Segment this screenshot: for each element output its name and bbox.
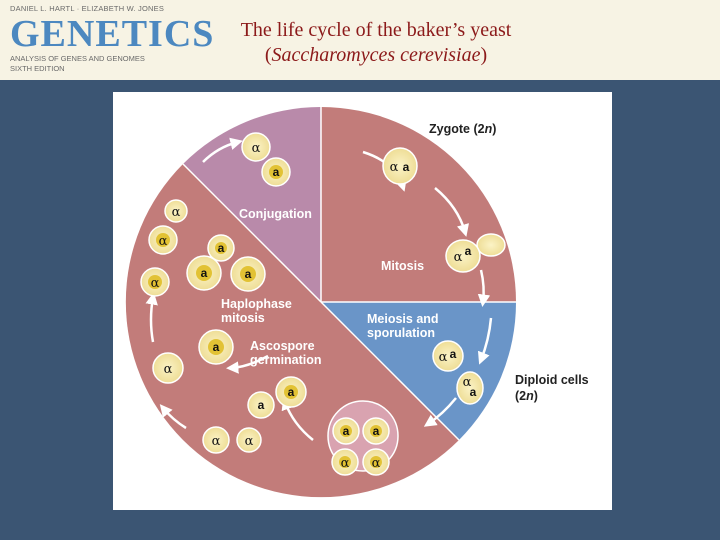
title-line-2: (Saccharomyces cerevisiae) xyxy=(196,43,556,68)
cell-label: α xyxy=(172,205,181,220)
haplophase-label-line2: mitosis xyxy=(221,311,265,325)
sector-divider-upper xyxy=(182,163,322,303)
title-paren-open: ( xyxy=(264,44,272,66)
arrow-3 xyxy=(477,269,491,307)
cell-label: α xyxy=(463,375,472,390)
cell-label: α xyxy=(159,234,168,249)
cell-a-7: a xyxy=(247,391,275,419)
arrow-4 xyxy=(477,317,493,365)
cell-label: a xyxy=(273,165,280,179)
conjugation-label: Conjugation xyxy=(239,207,312,221)
cell-a-2: a xyxy=(207,234,235,262)
life-cycle-figure: α a α α a α a a a α a a α α a a α α α a xyxy=(113,92,612,510)
cell-alpha-7: α xyxy=(236,427,262,453)
mitosis-label: Mitosis xyxy=(381,259,424,273)
logo-authors: DANIEL L. HARTL · ELIZABETH W. JONES xyxy=(10,4,165,13)
diploid-cell-2: α a xyxy=(456,371,484,405)
zygote-cell: α a xyxy=(382,147,418,185)
cell-label: α xyxy=(390,160,399,175)
meiosis-label-line2: sporulation xyxy=(367,326,435,340)
cell-a-1: a xyxy=(261,157,291,187)
cell-label: a xyxy=(343,424,350,438)
life-cycle-diagram: α a α α a α a a a α a a α α a a α α α a xyxy=(125,106,589,498)
diploid-cells: α a α a α a α a xyxy=(382,147,506,405)
cell-alpha-2: α xyxy=(164,199,188,223)
cell-label: a xyxy=(201,266,208,280)
arrow-8 xyxy=(159,404,187,430)
cell-label: α xyxy=(372,456,381,471)
cell-label: a xyxy=(465,244,472,258)
arrow-2 xyxy=(434,187,469,237)
spore-a-1: a xyxy=(332,417,360,445)
ascospore-label-line2: germination xyxy=(250,353,322,367)
cell-a-5: a xyxy=(198,329,234,365)
meiosis-sector xyxy=(321,302,517,440)
arrow-9 xyxy=(145,292,158,343)
cell-a-3: a xyxy=(186,255,222,291)
cell-label: α xyxy=(341,456,350,471)
diploid-label-open: (2 xyxy=(515,389,526,403)
zygote-label-n: n xyxy=(485,122,493,136)
cell-alpha-3: α xyxy=(148,225,178,255)
cell-label: α xyxy=(164,362,173,377)
diploid-label-close: ) xyxy=(534,389,538,403)
cell-label: a xyxy=(288,385,295,399)
title-species: Saccharomyces cerevisiae xyxy=(271,44,481,66)
title-paren-close: ) xyxy=(480,44,488,66)
diploid-cell-1: α a xyxy=(432,340,464,372)
cell-a-4: a xyxy=(230,256,266,292)
conjugation-sector xyxy=(183,106,321,302)
cell-label: α xyxy=(151,276,160,291)
cell-label: a xyxy=(213,340,220,354)
diploid-label-line1: Diploid cells xyxy=(515,373,589,387)
cell-label: α xyxy=(245,434,254,449)
cell-label: a xyxy=(258,398,265,412)
arrow-10 xyxy=(202,137,243,163)
spore-a-2: a xyxy=(362,417,390,445)
arrow-5 xyxy=(423,397,457,427)
haploid-cells: α a α α a α a a a α a a α α a a α α xyxy=(140,132,390,476)
cell-label: a xyxy=(403,160,410,174)
cell-alpha-1: α xyxy=(241,132,271,162)
cell-label: α xyxy=(439,350,448,365)
cell-a-6: a xyxy=(275,376,307,408)
cell-label: a xyxy=(373,424,380,438)
meiosis-label-line1: Meiosis and xyxy=(367,312,439,326)
cell-label: α xyxy=(212,434,221,449)
book-logo: DANIEL L. HARTL · ELIZABETH W. JONES GEN… xyxy=(10,4,213,74)
cell-label: α xyxy=(252,141,261,156)
logo-subtitle: ANALYSIS OF GENES AND GENOMES xyxy=(10,54,145,63)
haplophase-label-line1: Haplophase xyxy=(221,297,292,311)
cell-alpha-6: α xyxy=(202,426,230,454)
cell-label: a xyxy=(450,347,457,361)
spore-alpha-1: α xyxy=(331,448,359,476)
zygote-label: Zygote (2n) xyxy=(429,122,496,136)
arrow-7 xyxy=(226,354,269,374)
cell-label: α xyxy=(454,250,463,265)
cell-label: a xyxy=(470,385,477,399)
logo-wordmark: GENETICS xyxy=(10,13,215,55)
ascospore-label-line1: Ascospore xyxy=(250,339,315,353)
spore-alpha-2: α xyxy=(362,448,390,476)
diploid-label-line2: (2n) xyxy=(515,389,538,403)
zygote-label-text: Zygote (2 xyxy=(429,122,485,136)
slide-title: The life cycle of the baker’s yeast (Sac… xyxy=(196,18,556,68)
title-line-1: The life cycle of the baker’s yeast xyxy=(240,19,512,41)
cell-label: a xyxy=(218,241,225,255)
logo-edition: SIXTH EDITION xyxy=(10,64,65,73)
diploid-label-n: n xyxy=(526,389,534,403)
budding-diploid-cell: α a xyxy=(445,233,506,273)
cell-alpha-4: α xyxy=(140,267,170,297)
slide-header: DANIEL L. HARTL · ELIZABETH W. JONES GEN… xyxy=(0,0,720,80)
cell-label: a xyxy=(245,267,252,281)
zygote-label-close: ) xyxy=(492,122,496,136)
cell-alpha-5: α xyxy=(152,352,184,384)
